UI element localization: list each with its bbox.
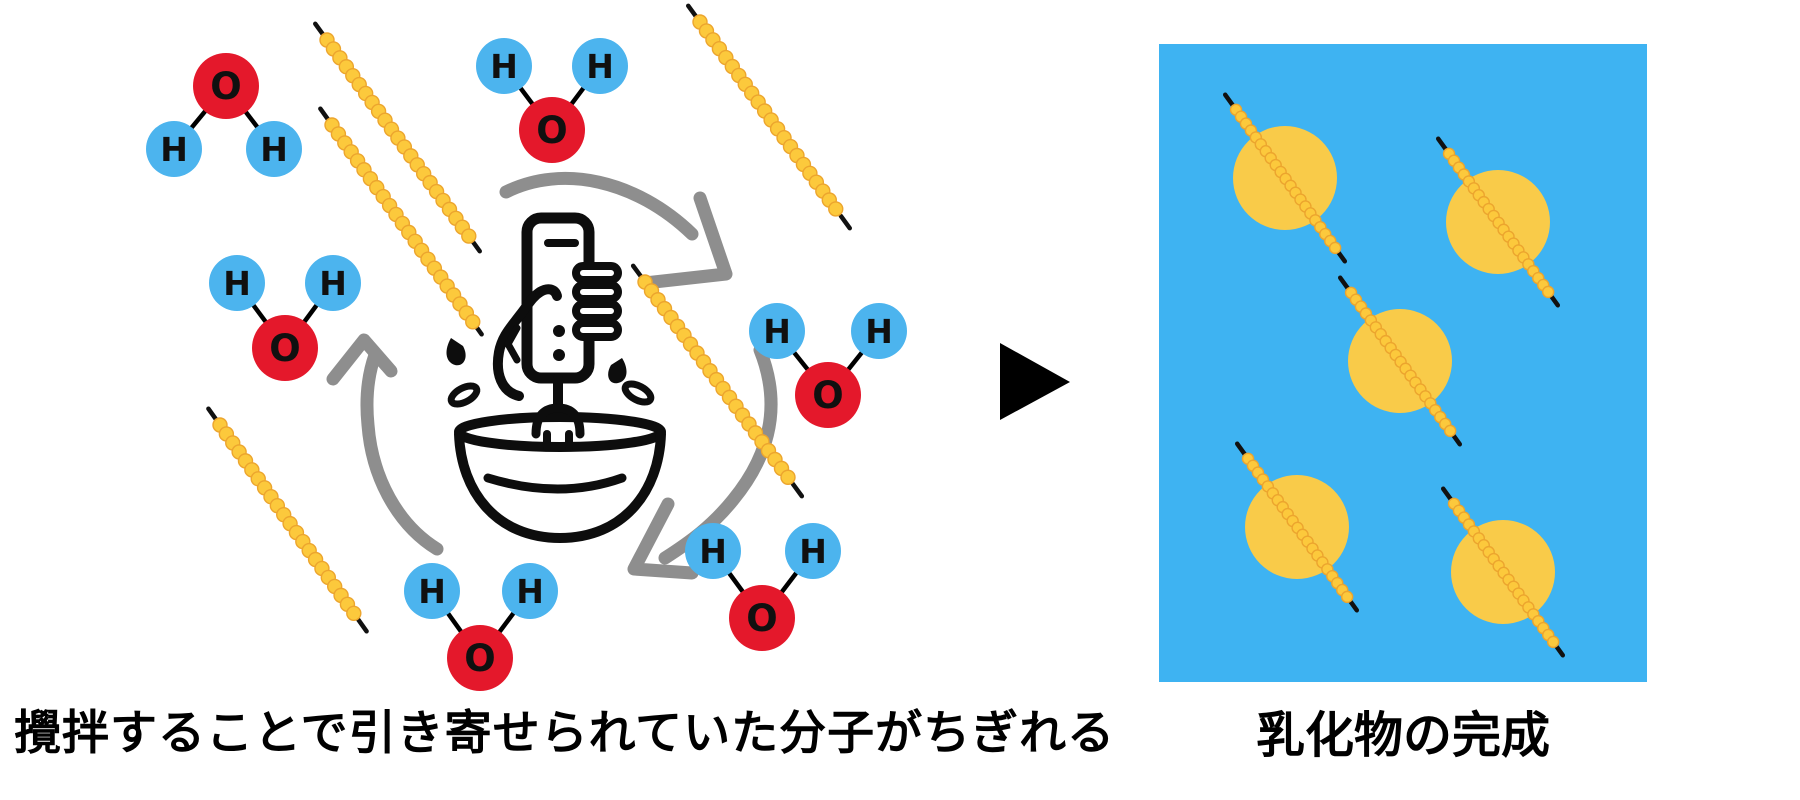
hydrogen-label: H — [586, 47, 614, 86]
surfactant-chain — [313, 21, 482, 254]
chain-bead — [461, 228, 477, 244]
hydrogen-atom — [404, 563, 460, 619]
caption-stirring: 攪拌することで引き寄せられていた分子がちぎれる — [14, 706, 1116, 761]
hydrogen-label: H — [223, 264, 251, 303]
water-molecule: OH H — [404, 563, 558, 691]
hydrogen-atom — [572, 38, 628, 94]
hand-grip — [493, 262, 622, 401]
oil-droplet — [1440, 486, 1566, 658]
hydrogen-label: H — [418, 572, 446, 611]
transition-triangle — [1000, 343, 1070, 420]
hydrogen-label: H — [799, 532, 827, 571]
hydrogen-atom — [209, 255, 265, 311]
droplet-chain — [1234, 441, 1360, 613]
oxygen-atom — [795, 362, 861, 428]
oil-droplet — [1222, 92, 1348, 264]
hydrogen-atom — [685, 523, 741, 579]
caption-emulsion-complete: 乳化物の完成 — [1255, 707, 1550, 764]
oxygen-label: O — [210, 65, 241, 108]
hand-blender-icon — [446, 212, 666, 543]
surfactant-chain — [630, 263, 805, 499]
hydrogen-label: H — [865, 312, 893, 351]
stir-arrows — [326, 171, 778, 580]
hydrogen-atom — [502, 563, 558, 619]
water-molecule: OH H — [146, 53, 302, 177]
oxygen-label: O — [269, 327, 300, 370]
transition-arrow-icon — [1000, 343, 1070, 420]
splash-drops — [446, 324, 655, 408]
surfactant-chains — [206, 3, 853, 634]
oxygen-label: O — [746, 597, 777, 640]
mixing-bowl — [454, 412, 666, 543]
hydrogen-atom — [749, 303, 805, 359]
hydrogen-label: H — [260, 130, 288, 169]
hydrogen-label: H — [763, 312, 791, 351]
droplet-chain — [1337, 275, 1463, 447]
hydrogen-atom — [146, 121, 202, 177]
chain-bead — [828, 201, 844, 217]
water-molecule: OH H — [476, 38, 628, 163]
droplet-chain — [1440, 486, 1566, 658]
water-molecule: OH H — [209, 255, 361, 381]
hydrogen-atom — [246, 121, 302, 177]
chain-bead — [1340, 590, 1354, 604]
oil-droplet — [1234, 441, 1360, 613]
surfactant-chain — [206, 406, 369, 634]
surfactant-chain — [318, 106, 484, 337]
oxygen-atom — [729, 585, 795, 651]
oxygen-atom — [252, 315, 318, 381]
hydrogen-atom — [851, 303, 907, 359]
hydrogen-label: H — [516, 572, 544, 611]
stir-arrow — [499, 171, 733, 290]
chain-bead — [780, 469, 796, 485]
chain-bead — [346, 605, 362, 622]
chain-bead — [1443, 424, 1457, 438]
oxygen-atom — [447, 625, 513, 691]
oxygen-label: O — [812, 374, 843, 417]
water-molecule: OH H — [685, 523, 841, 651]
oxygen-atom — [193, 53, 259, 119]
oxygen-atom — [519, 97, 585, 163]
hydrogen-label: H — [160, 130, 188, 169]
water-molecule: OH H — [749, 303, 907, 428]
surfactant-chain — [685, 3, 853, 231]
hydrogen-label: H — [319, 264, 347, 303]
hydrogen-atom — [785, 523, 841, 579]
chain-bead — [1546, 635, 1560, 649]
hydrogen-atom — [476, 38, 532, 94]
oxygen-label: O — [536, 109, 567, 152]
hydrogen-label: H — [699, 532, 727, 571]
oil-droplet — [1435, 136, 1561, 308]
chain-bead — [1541, 285, 1555, 299]
droplet-chain — [1222, 92, 1348, 264]
oil-droplet — [1337, 275, 1463, 447]
hydrogen-atom — [305, 255, 361, 311]
chain-bead — [1328, 241, 1342, 255]
hydrogen-label: H — [490, 47, 518, 86]
droplet-chain — [1435, 136, 1561, 308]
emulsion-panel — [1159, 44, 1647, 682]
stir-arrow — [326, 333, 444, 556]
chain-bead — [465, 314, 481, 330]
oxygen-label: O — [464, 637, 495, 680]
